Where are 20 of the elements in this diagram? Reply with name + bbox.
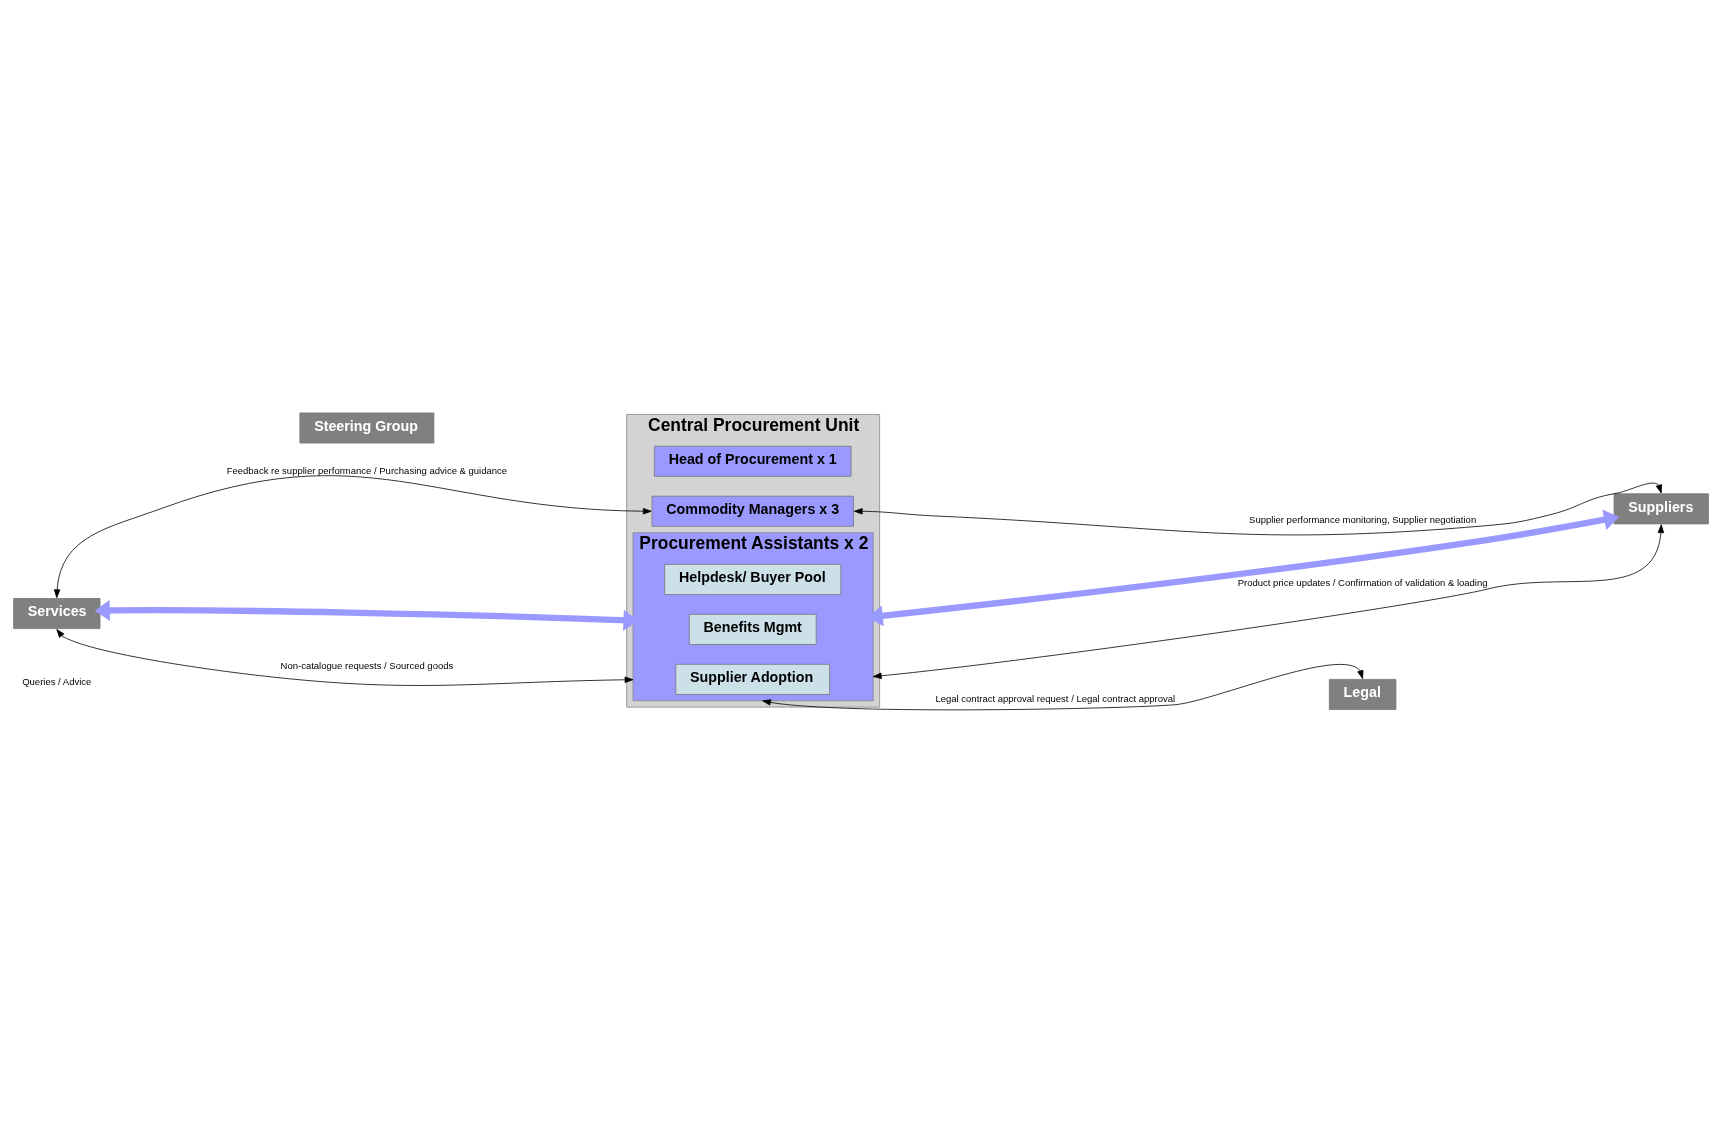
edge-label: Feedback re supplier performance / Purchasing advice & guidance bbox=[226, 464, 508, 476]
node-box: Helpdesk/ Buyer Pool bbox=[664, 564, 842, 595]
node-box: Head of Procurement x 1 bbox=[654, 445, 852, 477]
node-box: Services bbox=[13, 598, 101, 629]
label: Queries / Advice bbox=[22, 676, 92, 688]
edge-label: Non-catalogue requests / Sourced goods bbox=[280, 659, 454, 671]
edge-label: Legal contract approval request / Legal contract approval bbox=[935, 693, 1176, 705]
edge-label: Supplier performance monitoring, Supplier negotiation bbox=[1249, 513, 1477, 525]
arrow bbox=[56, 629, 634, 686]
arrow bbox=[872, 524, 1665, 679]
arrow bbox=[762, 664, 1364, 711]
node-box: Supplier Adoption bbox=[675, 663, 831, 695]
arrow bbox=[53, 475, 652, 599]
node-box: Commodity Managers x 3 bbox=[651, 495, 854, 527]
node-box: Steering Group bbox=[299, 412, 435, 444]
node-box: Suppliers bbox=[1613, 493, 1709, 525]
node-box: Benefits Mgmt bbox=[688, 613, 817, 645]
arrow bbox=[853, 482, 1662, 536]
edge-label: Product price updates / Confirmation of validation & loading bbox=[1237, 577, 1488, 589]
node-box: Legal bbox=[1328, 679, 1397, 710]
